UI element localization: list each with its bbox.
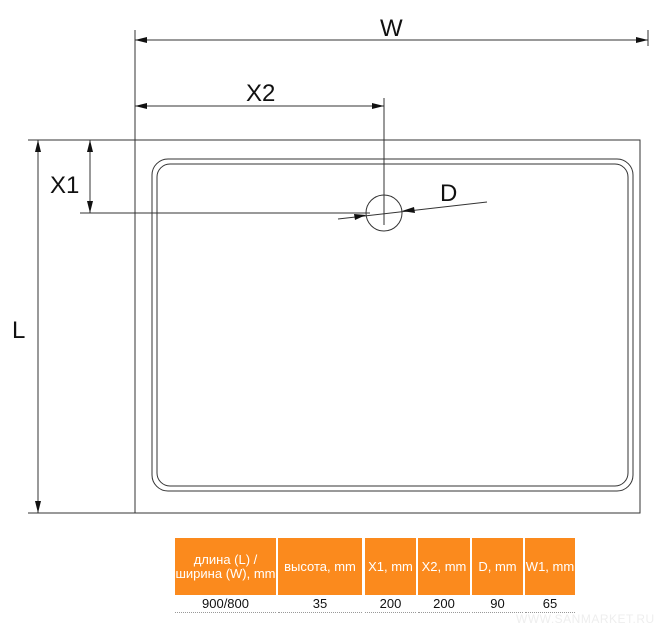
tray-outline	[134, 139, 641, 514]
d-label: D	[440, 180, 457, 207]
value-size: 900/800	[175, 596, 276, 613]
value-d: 90	[472, 596, 523, 613]
value-height: 35	[278, 596, 362, 613]
header-w1: W1, mm	[525, 538, 575, 595]
header-x2: X2, mm	[418, 538, 470, 595]
header-size: длина (L) / ширина (W), mm	[175, 538, 276, 595]
x1-label: X1	[50, 172, 79, 199]
header-x1: X1, mm	[365, 538, 416, 595]
header-d: D, mm	[472, 538, 523, 595]
header-height: высота, mm	[278, 538, 362, 595]
watermark: WWW.SANMARKET.RU	[516, 612, 655, 626]
w-label: W	[380, 15, 403, 42]
tray-basin-inner	[156, 163, 629, 487]
value-x2: 200	[418, 596, 470, 613]
value-x1: 200	[365, 596, 416, 613]
value-w1: 65	[525, 596, 575, 613]
l-label: L	[12, 317, 25, 344]
tray-basin-outer	[151, 158, 634, 492]
x2-label: X2	[246, 80, 275, 107]
